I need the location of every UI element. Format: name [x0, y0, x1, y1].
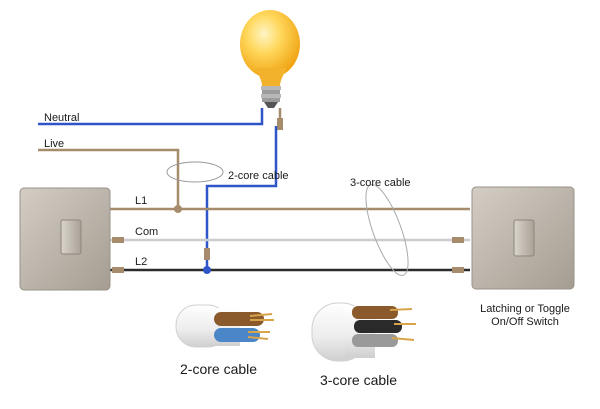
three-core-cable-illustration: [311, 302, 416, 362]
switch-caption-line1: Latching or Toggle: [480, 303, 570, 315]
two-core-cable-illustration: [175, 304, 274, 348]
neutral-wire: [38, 108, 264, 126]
l1-junction-dot: [174, 205, 182, 213]
l2-label: L2: [135, 256, 148, 268]
com-label: Com: [135, 226, 159, 238]
light-switch-icon: [19, 187, 111, 291]
l2-junction-dot: [203, 266, 211, 274]
switch-caption: Latching or Toggle On/Off Switch: [462, 303, 588, 329]
light-bulb-icon: [240, 10, 300, 108]
l2-right-sleeve: [452, 267, 464, 273]
three-core-cable-label: 3-core cable: [350, 177, 411, 189]
bulb-live-sleeve: [277, 118, 283, 130]
com-right-sleeve: [452, 237, 464, 243]
l2-left-sleeve: [112, 267, 124, 273]
live-wire: [38, 148, 180, 208]
three-core-cable-caption: 3-core cable: [320, 372, 398, 388]
three-core-bundle-ring: [365, 184, 409, 276]
return-sleeve: [204, 248, 210, 260]
switch-return-wire: [205, 126, 278, 270]
two-core-bundle-ring: [166, 161, 224, 183]
neutral-label: Neutral: [44, 112, 80, 124]
switch-caption-line2: On/Off Switch: [491, 316, 559, 328]
live-label: Live: [44, 138, 65, 150]
light-switch-icon: [471, 186, 575, 290]
two-core-cable-label: 2-core cable: [228, 170, 289, 182]
l1-label: L1: [135, 195, 148, 207]
two-core-cable-caption: 2-core cable: [180, 361, 258, 377]
com-left-sleeve: [112, 237, 124, 243]
